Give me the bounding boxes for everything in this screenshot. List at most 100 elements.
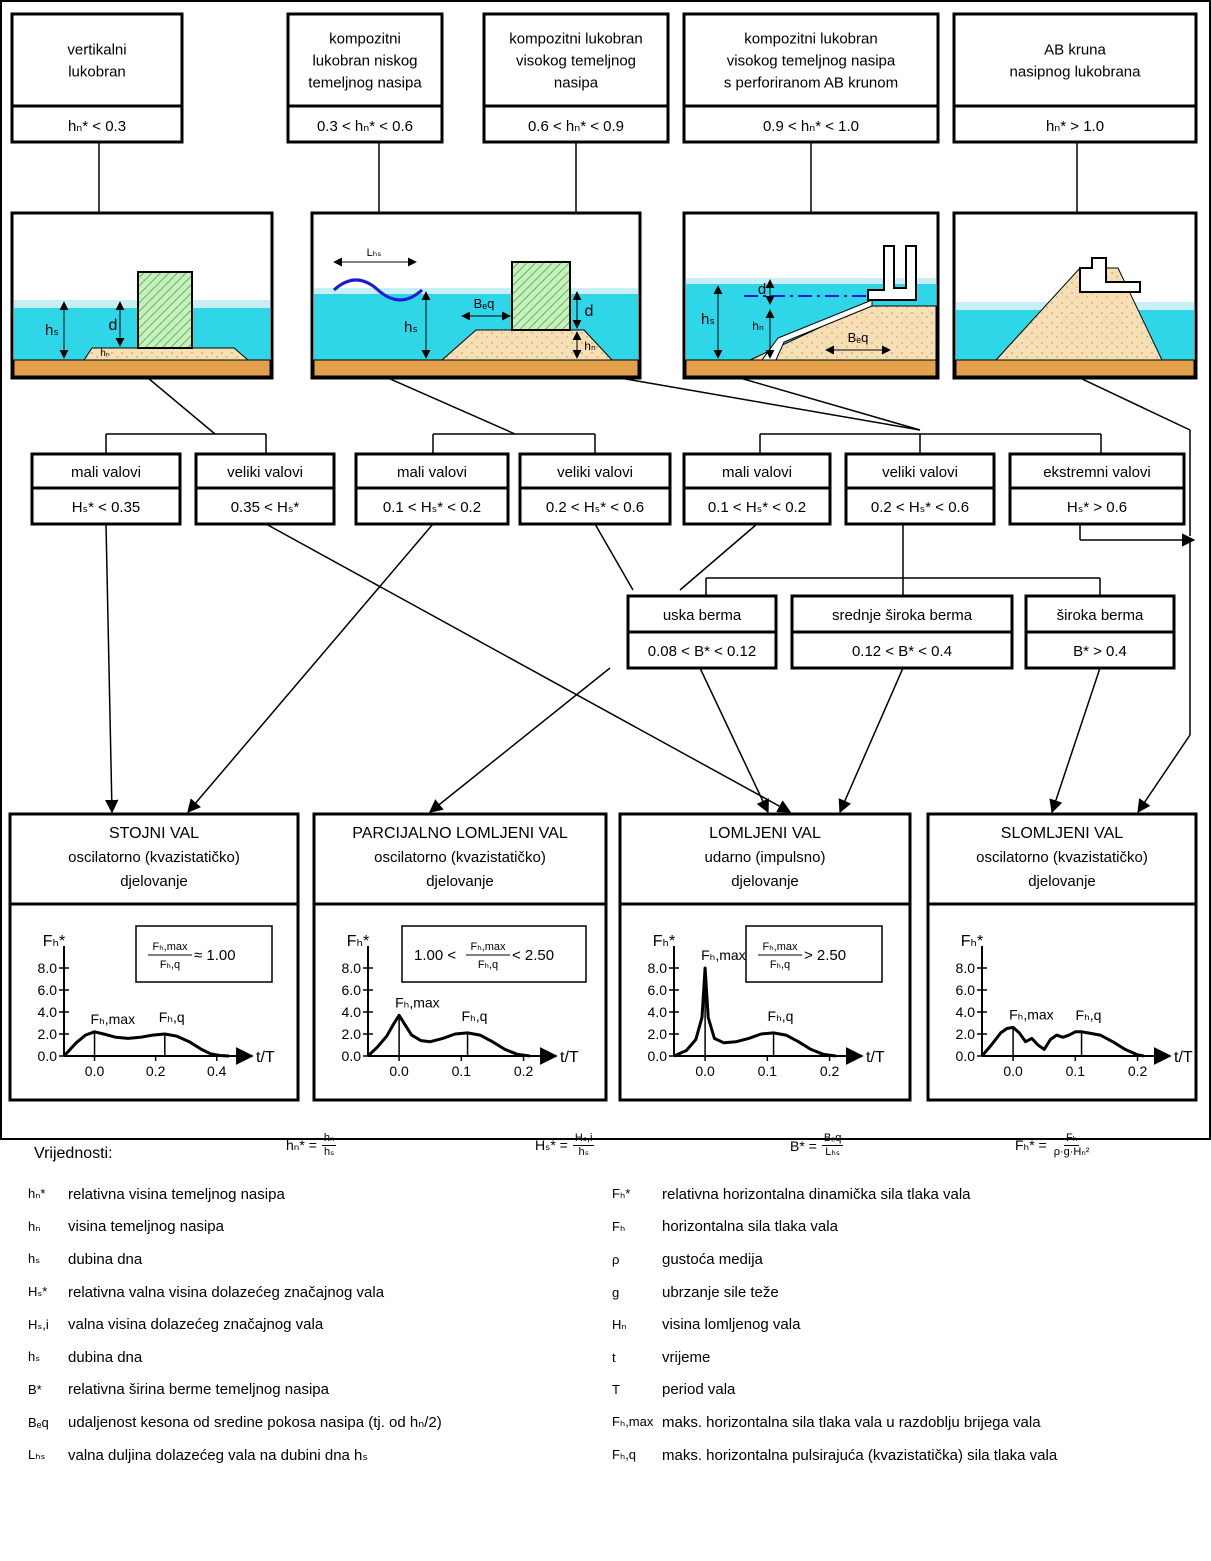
berm-condition: 0.08 < B* < 0.12 [648, 643, 756, 660]
y-axis-label: Fₕ* [653, 933, 675, 950]
definition-symbol: Hₙ [612, 1316, 627, 1332]
ratio-box [401, 925, 587, 983]
type-condition: 0.6 < hₙ* < 0.9 [528, 118, 624, 135]
definition-text: ubrzanje sile teže [662, 1283, 779, 1301]
fq-label: Fₕ,q [462, 1008, 488, 1024]
formula-numerator: Fₕ [1064, 1132, 1080, 1146]
force-series-line [366, 1013, 531, 1058]
y-tick-label: 8.0 [648, 960, 668, 976]
arrow [104, 523, 119, 814]
result-subtitle: djelovanje [1028, 873, 1096, 890]
definition-text: valna visina dolazećeg značajnog vala [68, 1316, 324, 1334]
y-tick-label: 2.0 [38, 1026, 58, 1042]
definition-symbol: Fₕ [612, 1218, 626, 1234]
type-condition: hₙ* > 1.0 [1046, 118, 1104, 135]
definition-symbol: Fₕ* [612, 1186, 631, 1202]
connector [1079, 377, 1191, 431]
wave-condition: 0.1 < Hₛ* < 0.2 [708, 499, 806, 516]
y-tick-label: 2.0 [648, 1026, 668, 1042]
result-subtitle: oscilatorno (kvazistatičko) [374, 849, 546, 866]
result-header-box [312, 812, 608, 906]
y-axis-label: Fₕ* [961, 933, 983, 950]
x-tick-label: 0.0 [85, 1063, 105, 1079]
x-tick-label: 0.2 [820, 1063, 840, 1079]
result-subtitle: djelovanje [731, 873, 799, 890]
result-subtitle: djelovanje [120, 873, 188, 890]
y-tick-label: 0.0 [956, 1048, 976, 1064]
definition-item: hₙ*relativna visina temeljnog nasipa [28, 1178, 588, 1211]
type-title: kompozitni lukobran [509, 30, 642, 47]
arrow [699, 667, 769, 814]
ratio-denominator: Fₕ,q [478, 959, 498, 971]
arrow [428, 667, 611, 813]
formula-numerator: Bₑq [821, 1132, 844, 1146]
definition-text: visina temeljnog nasipa [68, 1218, 224, 1236]
y-tick-label: 2.0 [342, 1026, 362, 1042]
ratio-denominator: Fₕ,q [770, 959, 790, 971]
type-title: temeljnog nasipa [308, 74, 422, 91]
definition-text: relativna širina berme temeljnog nasipa [68, 1381, 329, 1399]
label-hs: hₛ [404, 319, 418, 336]
formula-lhs: Fₕ* = [1015, 1137, 1047, 1153]
definition-text: relativna visina temeljnog nasipa [68, 1185, 285, 1203]
x-axis-label: t/T [256, 1049, 275, 1066]
definition-text: gustoća medija [662, 1250, 763, 1268]
x-tick-label: 0.0 [695, 1063, 715, 1079]
definition-item: B*relativna širina berme temeljnog nasip… [28, 1374, 588, 1407]
type-condition: hₙ* < 0.3 [68, 118, 126, 135]
formula-lhs: Hₛ* = [535, 1137, 568, 1153]
definition-symbol: Bₑq [28, 1414, 49, 1430]
ratio-suffix: > 2.50 [804, 947, 846, 964]
definitions-right: Fₕ*relativna horizontalna dinamička sila… [612, 1178, 1207, 1471]
result-subtitle: oscilatorno (kvazistatičko) [68, 849, 240, 866]
berm-name: srednje široka berma [832, 607, 973, 624]
label-hs: hₛ [701, 311, 715, 328]
arrow [265, 523, 792, 813]
ratio-box [745, 925, 883, 983]
definition-text: dubina dna [68, 1348, 143, 1366]
result-title: LOMLJENI VAL [709, 825, 821, 842]
result-title: SLOMLJENI VAL [1001, 825, 1124, 842]
type-title: nasipnog lukobrana [1010, 63, 1142, 80]
wave-condition: Hₛ* < 0.35 [72, 499, 141, 516]
wave-name: mali valovi [71, 464, 141, 481]
seabed [13, 359, 271, 377]
fmax-label: Fₕ,max [395, 994, 440, 1010]
x-tick-label: 0.2 [1128, 1063, 1148, 1079]
ratio-numerator: Fₕ,max [470, 941, 506, 953]
connector [679, 523, 758, 591]
label-hb: hₙ [584, 339, 596, 353]
rubble-mound [440, 329, 614, 361]
arrow [187, 523, 434, 814]
y-tick-label: 4.0 [956, 1004, 976, 1020]
type-condition: 0.9 < hₙ* < 1.0 [763, 118, 859, 135]
y-tick-label: 6.0 [956, 982, 976, 998]
definition-item: Fₕ*relativna horizontalna dinamička sila… [612, 1178, 1207, 1211]
force-series-line [673, 966, 837, 1058]
wave-condition: 0.35 < Hₛ* [231, 499, 300, 516]
y-tick-label: 4.0 [38, 1004, 58, 1020]
ratio-prefix: 1.00 < [414, 947, 456, 964]
connector [619, 377, 921, 431]
wave-name: ekstremni valovi [1043, 464, 1151, 481]
wave-name: veliki valovi [227, 464, 303, 481]
berm-name: široka berma [1057, 607, 1144, 624]
type-condition: 0.3 < hₙ* < 0.6 [317, 118, 413, 135]
definition-text: maks. horizontalna pulsirajuća (kvazista… [662, 1446, 1058, 1464]
formula-lhs: B* = [790, 1137, 817, 1154]
definition-text: udaljenost kesona od sredine pokosa nasi… [68, 1414, 442, 1432]
fq-label: Fₕ,q [159, 1009, 185, 1025]
result-title: STOJNI VAL [109, 825, 199, 842]
